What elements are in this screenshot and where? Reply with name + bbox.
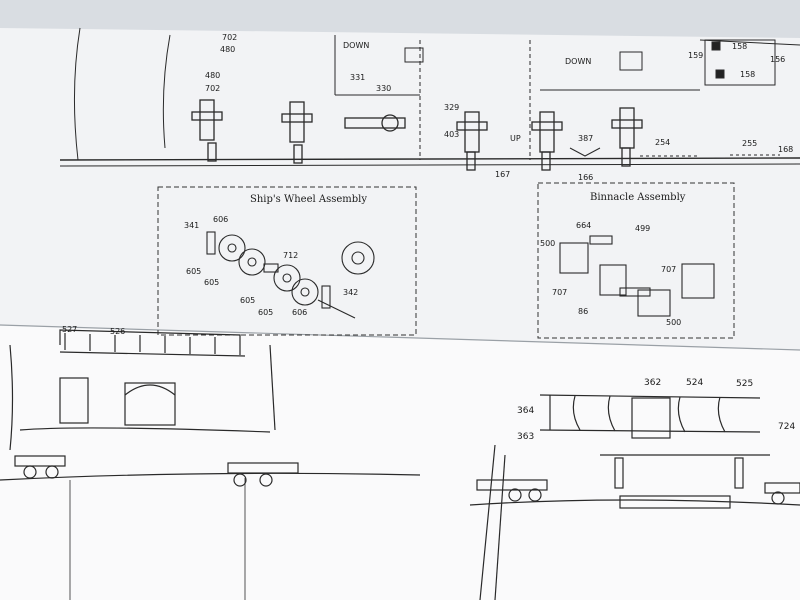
lower-right-elevation (469, 394, 800, 600)
lower-sheet (0, 325, 800, 600)
upper-labels: 702 480 480 702 DOWN 331 330 329 403 UP … (205, 33, 793, 182)
label-168: 168 (778, 145, 793, 154)
label-159: 159 (688, 51, 703, 60)
label-480-left: 480 (205, 71, 220, 80)
label-480-top: 480 (220, 45, 235, 54)
label-330: 330 (376, 84, 391, 93)
label-702-cannon: 702 (205, 84, 220, 93)
ships-wheel-assembly: Ship's Wheel Assembly 341 606 605 605 71… (157, 186, 417, 336)
upper-sheet (0, 28, 800, 350)
label-156: 156 (770, 55, 785, 64)
label-724: 724 (778, 422, 795, 432)
label-702-top: 702 (222, 33, 237, 42)
label-526: 526 (110, 327, 125, 336)
sheet-fold-edge (0, 324, 800, 351)
ships-wheel-title: Ship's Wheel Assembly (250, 194, 367, 205)
part-605-a: 605 (186, 267, 201, 276)
label-363: 363 (517, 432, 534, 442)
part-605-c: 605 (240, 296, 255, 305)
binnacle-assembly: Binnacle Assembly 664 499 500 707 707 86… (537, 182, 735, 339)
binnacle-title: Binnacle Assembly (590, 192, 686, 203)
ships-wheel-box (157, 186, 417, 336)
upper-deck-plan (59, 27, 800, 171)
label-387: 387 (578, 134, 593, 143)
wheel-parts (206, 231, 375, 319)
part-606-b: 606 (292, 308, 307, 317)
label-329: 329 (444, 103, 459, 112)
label-254: 254 (655, 138, 670, 147)
label-down-right: DOWN (565, 57, 591, 66)
label-403: 403 (444, 130, 459, 139)
label-255: 255 (742, 139, 757, 148)
part-341: 341 (184, 221, 199, 230)
lower-left-labels: 527 526 (62, 325, 125, 336)
label-525: 525 (736, 379, 753, 389)
part-707-a: 707 (552, 288, 567, 297)
part-500-b: 500 (666, 318, 681, 327)
part-707-b: 707 (661, 265, 676, 274)
label-down-left: DOWN (343, 41, 369, 50)
label-166: 166 (578, 173, 593, 182)
binnacle-box (537, 182, 735, 339)
label-524: 524 (686, 378, 703, 388)
part-342: 342 (343, 288, 358, 297)
part-605-b: 605 (204, 278, 219, 287)
part-605-d: 605 (258, 308, 273, 317)
part-500-a: 500 (540, 239, 555, 248)
part-86: 86 (578, 307, 588, 316)
label-158-b: 158 (740, 70, 755, 79)
label-158-a: 158 (732, 42, 747, 51)
label-364: 364 (517, 406, 534, 416)
binnacle-parts (559, 235, 715, 317)
lower-left-elevation (0, 329, 421, 600)
label-331: 331 (350, 73, 365, 82)
label-up: UP (510, 134, 521, 143)
part-664: 664 (576, 221, 591, 230)
part-606-a: 606 (213, 215, 228, 224)
label-362: 362 (644, 378, 661, 388)
label-167: 167 (495, 170, 510, 179)
part-712: 712 (283, 251, 298, 260)
lower-right-labels: 362 524 525 364 363 724 (517, 378, 795, 442)
label-527: 527 (62, 325, 77, 334)
part-499: 499 (635, 224, 650, 233)
